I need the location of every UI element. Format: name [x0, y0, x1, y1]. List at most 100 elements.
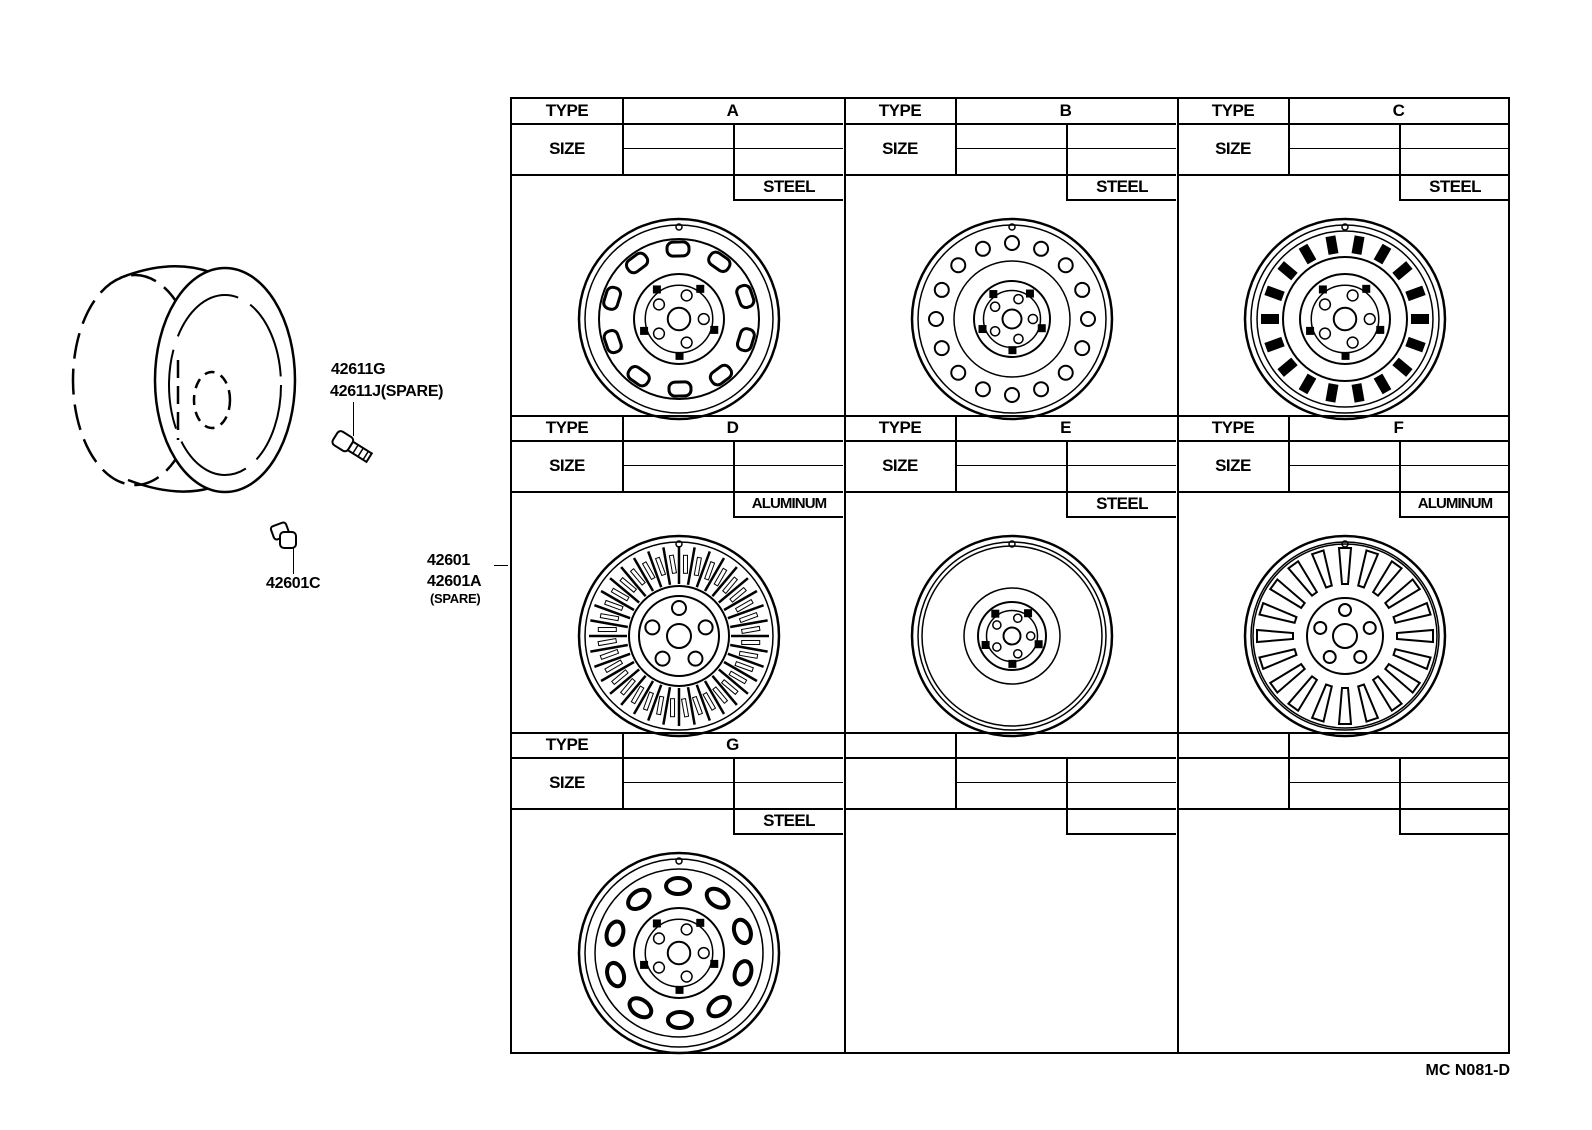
material-label: ALUMINUM	[1399, 491, 1509, 518]
header-rule	[512, 491, 843, 493]
wheel-drawing-e	[910, 534, 1113, 738]
wheel-type-cell-a: TYPE SIZE A STEEL	[512, 99, 845, 416]
header-rule	[512, 808, 843, 810]
header-divider	[955, 733, 957, 810]
header-rule	[845, 491, 1176, 493]
cap-part-number: 42601C	[266, 575, 321, 592]
type-letter: D	[726, 418, 739, 437]
column-divider	[1177, 99, 1179, 1052]
empty-cell	[1178, 733, 1511, 1052]
header-rule	[512, 174, 843, 176]
header-rule	[1178, 123, 1509, 125]
header-divider	[622, 733, 624, 810]
header-rule	[1178, 757, 1509, 759]
header-divider	[1288, 733, 1290, 810]
size-divider	[1399, 757, 1401, 808]
size-divider	[733, 440, 735, 491]
header-rule	[845, 440, 1176, 442]
header-rule	[845, 757, 1176, 759]
cap-icon	[269, 521, 297, 549]
type-label: TYPE	[1211, 101, 1255, 120]
cap-leader-line	[293, 548, 294, 574]
type-label: TYPE	[1211, 418, 1255, 437]
size-label: SIZE	[549, 773, 585, 792]
size-divider	[733, 757, 735, 808]
size-rule	[622, 148, 843, 149]
valve-part-number: 42611G	[331, 361, 386, 378]
header-divider	[1288, 99, 1290, 176]
header-rule	[512, 440, 843, 442]
wheel-spare-note: (SPARE)	[430, 591, 481, 606]
wheel-drawing-c	[1243, 217, 1446, 421]
type-letter: G	[726, 735, 739, 754]
type-label: TYPE	[545, 101, 589, 120]
type-label: TYPE	[545, 735, 589, 754]
size-rule	[1288, 782, 1509, 783]
material-box-empty	[1399, 808, 1509, 835]
header-rule	[512, 757, 843, 759]
type-letter: E	[1060, 418, 1071, 437]
wheel-drawing-d	[577, 534, 780, 738]
row-divider	[512, 415, 1508, 417]
size-label: SIZE	[549, 139, 585, 158]
wheel-type-cell-b: TYPE SIZE B STEEL	[845, 99, 1178, 416]
size-divider	[1399, 440, 1401, 491]
empty-cell	[845, 733, 1178, 1052]
material-label: STEEL	[733, 174, 843, 201]
size-rule	[955, 782, 1176, 783]
size-label: SIZE	[549, 456, 585, 475]
column-divider	[844, 99, 846, 1052]
header-rule	[1178, 808, 1509, 810]
drawing-code: MC N081-D	[1425, 1062, 1510, 1079]
header-divider	[1288, 416, 1290, 493]
size-rule	[1288, 465, 1509, 466]
size-label: SIZE	[882, 139, 918, 158]
header-divider	[955, 99, 957, 176]
size-divider	[1066, 440, 1068, 491]
size-divider	[733, 123, 735, 174]
size-rule	[622, 782, 843, 783]
size-divider	[1399, 123, 1401, 174]
valve-leader-line	[353, 402, 354, 436]
header-rule	[845, 174, 1176, 176]
header-divider	[622, 99, 624, 176]
material-label: STEEL	[1066, 491, 1176, 518]
type-letter: B	[1059, 101, 1072, 120]
header-rule	[845, 808, 1176, 810]
wheel-assembly-illustration	[71, 264, 297, 494]
wheel-type-table: TYPE SIZE A STEEL TYPE SIZE B STEEL TYPE SIZE C STE…	[510, 97, 1511, 1055]
wheel-spare-part-number: 42601A	[427, 573, 482, 590]
type-label: TYPE	[878, 418, 922, 437]
material-label: ALUMINUM	[733, 491, 843, 518]
wheel-drawing-f	[1243, 534, 1446, 738]
header-divider	[622, 416, 624, 493]
header-divider	[955, 416, 957, 493]
material-box-empty	[1066, 808, 1176, 835]
wheel-part-number: 42601	[427, 552, 470, 569]
header-rule	[512, 123, 843, 125]
size-divider	[1066, 123, 1068, 174]
type-letter: F	[1393, 418, 1404, 437]
size-divider	[1066, 757, 1068, 808]
size-rule	[955, 148, 1176, 149]
size-label: SIZE	[882, 456, 918, 475]
valve-stem-icon	[331, 430, 374, 464]
type-label: TYPE	[878, 101, 922, 120]
header-rule	[1178, 440, 1509, 442]
type-letter: A	[726, 101, 739, 120]
header-rule	[1178, 491, 1509, 493]
row-divider	[512, 732, 1508, 734]
wheel-leader-bracket	[494, 565, 508, 566]
size-rule	[1288, 148, 1509, 149]
material-label: STEEL	[1399, 174, 1509, 201]
valve-spare-part-number: 42611J(SPARE)	[330, 383, 444, 400]
material-label: STEEL	[1066, 174, 1176, 201]
header-rule	[845, 123, 1176, 125]
wheel-drawing-b	[910, 217, 1113, 421]
type-letter: C	[1392, 101, 1405, 120]
wheel-drawing-g	[577, 851, 780, 1055]
